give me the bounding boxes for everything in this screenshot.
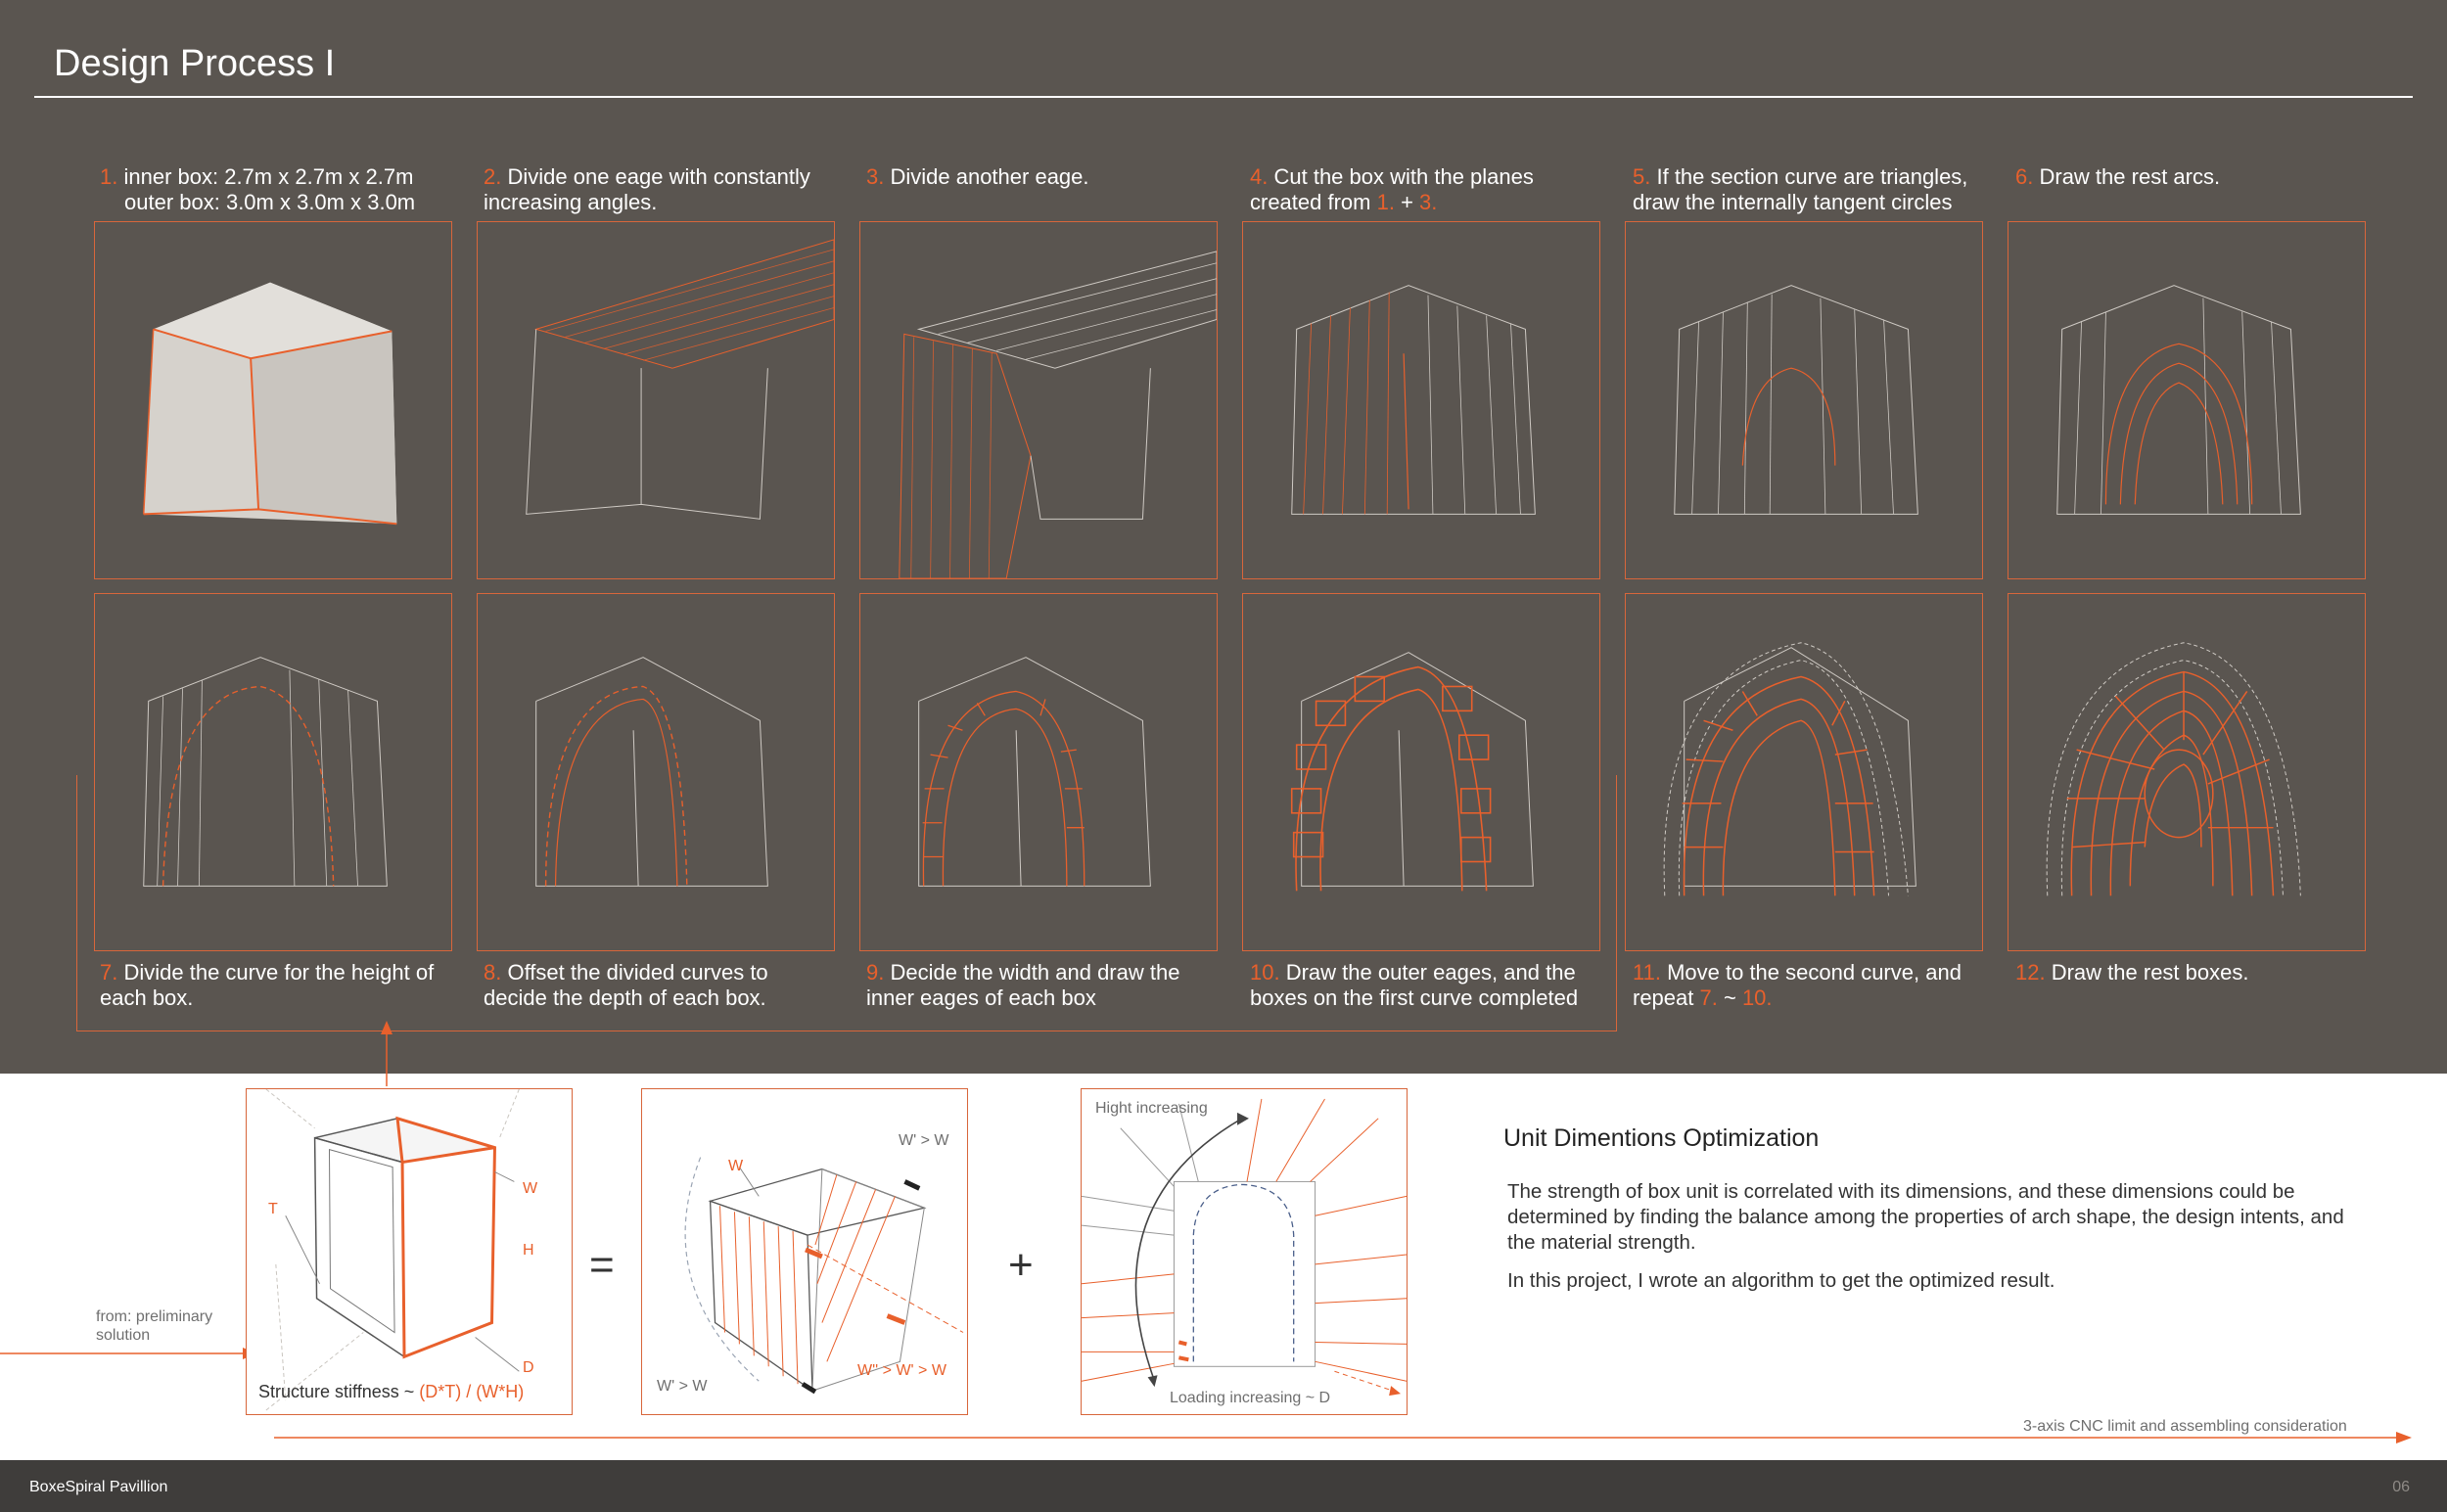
step-caption-5: 5. If the section curve are triangles, d… (1633, 164, 1967, 215)
loading-increasing-label: Loading increasing ~ D (1170, 1389, 1330, 1407)
loading-diagram: Hight increasing Loading increasing ~ D (1081, 1088, 1408, 1415)
step-caption-4: 4. Cut the box with the planes created f… (1250, 164, 1534, 215)
cnc-limit-label: 3-axis CNC limit and assembling consider… (2023, 1417, 2347, 1436)
stiffness-formula: Structure stiffness ~ (D*T) / (W*H) (258, 1383, 524, 1401)
solid-box-illustration (95, 222, 451, 578)
box-unit-diagram: T W H D Structure stiffness ~ (D*T) / (W… (246, 1088, 573, 1415)
step-caption-12: 12. Draw the rest boxes. (2015, 960, 2248, 985)
step-12-panel (2008, 593, 2366, 951)
label-d: D (523, 1358, 534, 1377)
rest-arcs-illustration (2008, 222, 2365, 578)
project-name: BoxeSpiral Pavillion (29, 1479, 167, 1496)
plus-sign: + (1008, 1241, 1034, 1290)
step-caption-9: 9. Decide the width and draw the inner e… (866, 960, 1179, 1011)
step-2-panel (477, 221, 835, 579)
page-number: 06 (2392, 1479, 2410, 1496)
cut-box-illustration (1243, 222, 1599, 578)
step-caption-10: 10. Draw the outer eages, and the boxes … (1250, 960, 1578, 1011)
step-1-panel (94, 221, 452, 579)
up-arrow-head (381, 1021, 392, 1034)
rest-boxes-illustration (2008, 594, 2365, 950)
title-divider (34, 96, 2413, 98)
step-3-panel (859, 221, 1218, 579)
equals-sign: = (589, 1241, 615, 1290)
step-11-panel (1625, 593, 1983, 951)
label-w-left: W (728, 1157, 743, 1175)
label-w-bottom: W' > W (657, 1377, 708, 1396)
step-6-panel (2008, 221, 2366, 579)
page-title: Design Process I (54, 43, 335, 85)
optimization-paragraph-2: In this project, I wrote an algorithm to… (1507, 1268, 2349, 1294)
step-caption-3: 3. Divide another eage. (866, 164, 1089, 190)
tangent-circles-illustration (1626, 222, 1982, 578)
loading-height-illustration (1082, 1089, 1407, 1414)
width-diagram: W' > W W W'' > W' > W W' > W (641, 1088, 968, 1415)
divided-edge-illustration (478, 222, 834, 578)
second-edge-illustration (860, 222, 1217, 578)
step-caption-6: 6. Draw the rest arcs. (2015, 164, 2220, 190)
step-caption-11: 11. Move to the second curve, and repeat… (1633, 960, 1962, 1011)
label-h: H (523, 1241, 534, 1260)
optimization-paragraph-1: The strength of box unit is correlated w… (1507, 1179, 2349, 1256)
step-caption-8: 8. Offset the divided curves to decide t… (484, 960, 768, 1011)
label-w-double: W'' > W' > W (857, 1361, 946, 1380)
label-t: T (268, 1200, 278, 1218)
step-caption-2: 2. Divide one eage with constantly incre… (484, 164, 810, 215)
label-w: W (523, 1179, 537, 1198)
label-w-top: W' > W (899, 1131, 949, 1150)
step-4-panel (1242, 221, 1600, 579)
page-footer: BoxeSpiral Pavillion 06 (0, 1460, 2447, 1512)
optimization-heading: Unit Dimentions Optimization (1503, 1124, 1819, 1153)
step-5-panel (1625, 221, 1983, 579)
height-increasing-label: Hight increasing (1095, 1099, 1208, 1118)
step-caption-1: 1. inner box: 2.7m x 2.7m x 2.7m outer b… (100, 164, 415, 215)
second-curve-illustration (1626, 594, 1982, 950)
step-caption-7: 7. Divide the curve for the height of ea… (100, 960, 434, 1011)
